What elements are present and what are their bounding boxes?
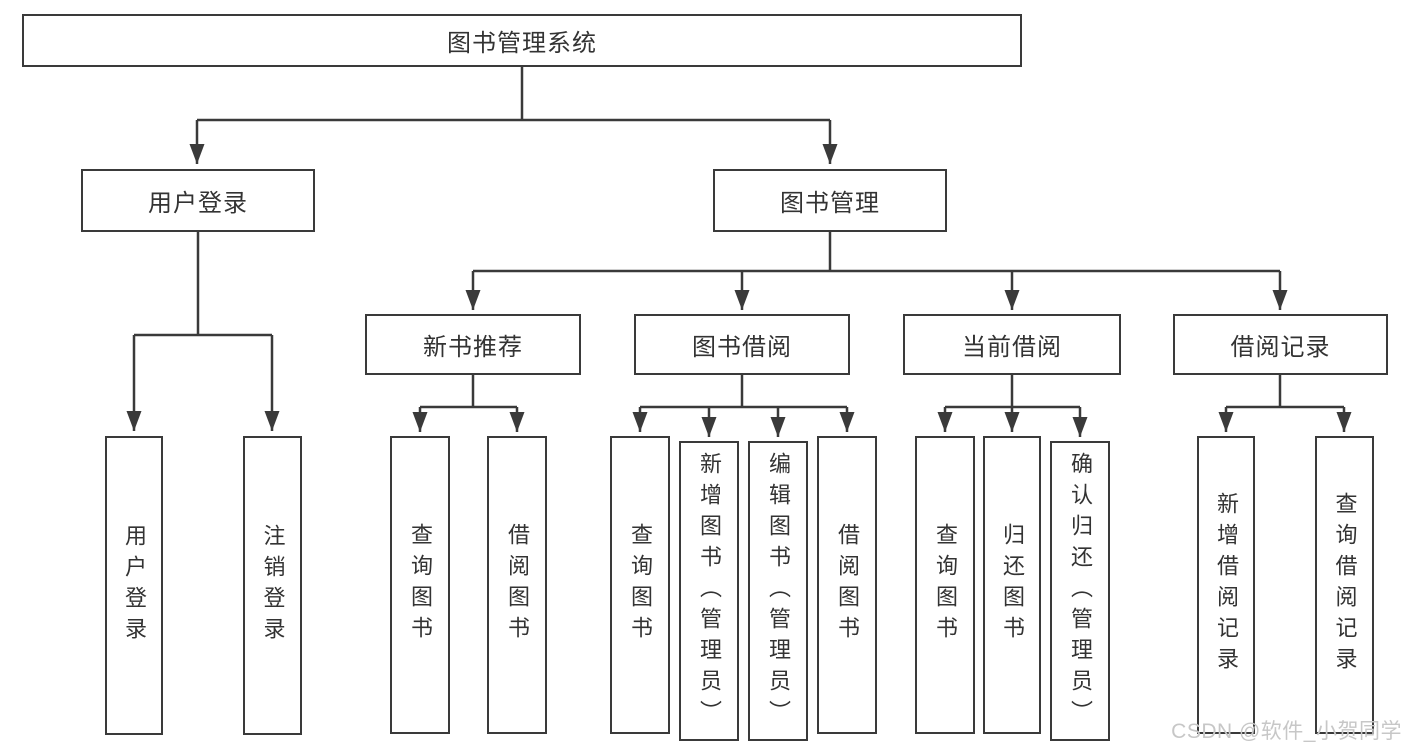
leaf-query-books-current: 查询图书 (915, 436, 975, 734)
leaf-query-books-borrowing: 查询图书 (610, 436, 670, 734)
edges-new-book-recommendation-to-leaves (412, 375, 525, 432)
leaf-edit-book-admin: 编辑图书（管理员） (748, 441, 808, 741)
node-book-borrowing: 图书借阅 (634, 314, 850, 375)
node-borrowing-records: 借阅记录 (1173, 314, 1388, 375)
leaf-confirm-return-admin: 确认归还（管理员） (1050, 441, 1110, 741)
leaf-logout-login: 注销登录 (243, 436, 302, 735)
watermark-csdn: CSDN @软件_小贺同学 (1171, 720, 1402, 743)
edges-book-management-to-level3 (465, 232, 1288, 310)
leaf-borrow-books-borrowing: 借阅图书 (817, 436, 877, 734)
leaf-query-books-recommend: 查询图书 (390, 436, 450, 734)
node-user-login: 用户登录 (81, 169, 315, 232)
leaf-add-book-admin: 新增图书（管理员） (679, 441, 739, 741)
leaf-query-borrow-record: 查询借阅记录 (1315, 436, 1374, 734)
leaf-add-borrow-record: 新增借阅记录 (1197, 436, 1255, 734)
node-current-borrowing: 当前借阅 (903, 314, 1121, 375)
leaf-return-book: 归还图书 (983, 436, 1041, 734)
leaf-user-login: 用户登录 (105, 436, 163, 735)
leaf-borrow-books-recommend: 借阅图书 (487, 436, 547, 734)
node-book-management: 图书管理 (713, 169, 947, 232)
edges-root-to-level2 (189, 67, 838, 164)
edges-borrowing-records-to-leaves (1218, 375, 1352, 432)
node-library-management-system: 图书管理系统 (22, 14, 1022, 67)
edges-current-borrowing-to-leaves (937, 375, 1088, 437)
node-new-book-recommendation: 新书推荐 (365, 314, 581, 375)
edges-book-borrowing-to-leaves (632, 375, 855, 437)
edges-user-login-to-leaves (126, 232, 280, 431)
